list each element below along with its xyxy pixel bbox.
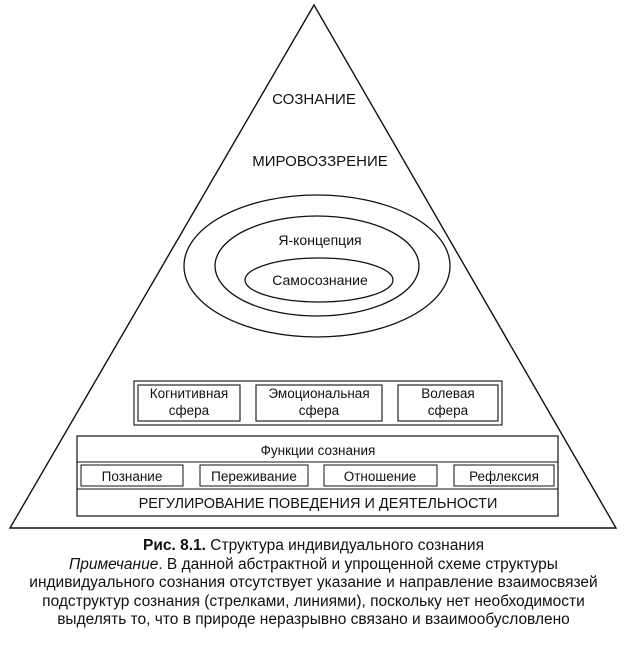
function-box-cognition [80,464,184,487]
function-box-attitude [323,464,438,487]
sphere-volitional-line1: Волевая [421,386,474,401]
inner-ellipse [244,257,394,303]
sphere-box-volitional [397,384,499,422]
middle-ellipse [214,215,420,317]
outer-ellipse [183,194,451,338]
consciousness-structure-diagram: СОЗНАНИЕ МИРОВОЗЗРЕНИЕ Я-концепция Самос… [8,3,618,529]
spheres-row-frame [133,380,503,426]
figure-title: Структура индивидуального сознания [205,537,484,554]
functions-title: Функции сознания [261,443,376,458]
functions-outer-frame [76,435,559,517]
sphere-emotional-line2: сфера [299,403,340,418]
sphere-cognitive-line1: Когнитивная [150,386,228,401]
figure-note: Примечание. В данной абстрактной и упрощ… [10,556,617,630]
function-reflection: Рефлексия [469,469,539,484]
function-attitude: Отношение [344,469,417,484]
self-consciousness-label: Самосознание [272,272,368,288]
top-label: СОЗНАНИЕ [272,91,356,108]
function-experience: Переживание [211,469,297,484]
note-text: . В данной абстрактной и упрощенной схем… [29,555,598,629]
self-concept-label: Я-концепция [278,232,361,248]
sphere-cognitive-line2: сфера [169,403,210,418]
sphere-box-emotional [255,384,383,422]
sphere-box-cognitive [137,384,241,422]
pyramid-outline [8,3,618,529]
worldview-label: МИРОВОЗЗРЕНИЕ [252,153,388,170]
function-box-reflection [453,464,555,487]
sphere-emotional-line1: Эмоциональная [268,386,369,401]
function-box-experience [199,464,309,487]
figure-label: Рис. 8.1. [143,537,206,554]
note-label: Примечание [69,555,159,573]
sphere-volitional-line2: сфера [428,403,469,418]
function-cognition: Познание [102,469,163,484]
regulation-label: РЕГУЛИРОВАНИЕ ПОВЕДЕНИЯ И ДЕЯТЕЛЬНОСТИ [139,496,498,512]
figure-caption: Рис. 8.1. Структура индивидуального созн… [10,537,617,630]
figure-title-line: Рис. 8.1. Структура индивидуального созн… [10,537,617,556]
